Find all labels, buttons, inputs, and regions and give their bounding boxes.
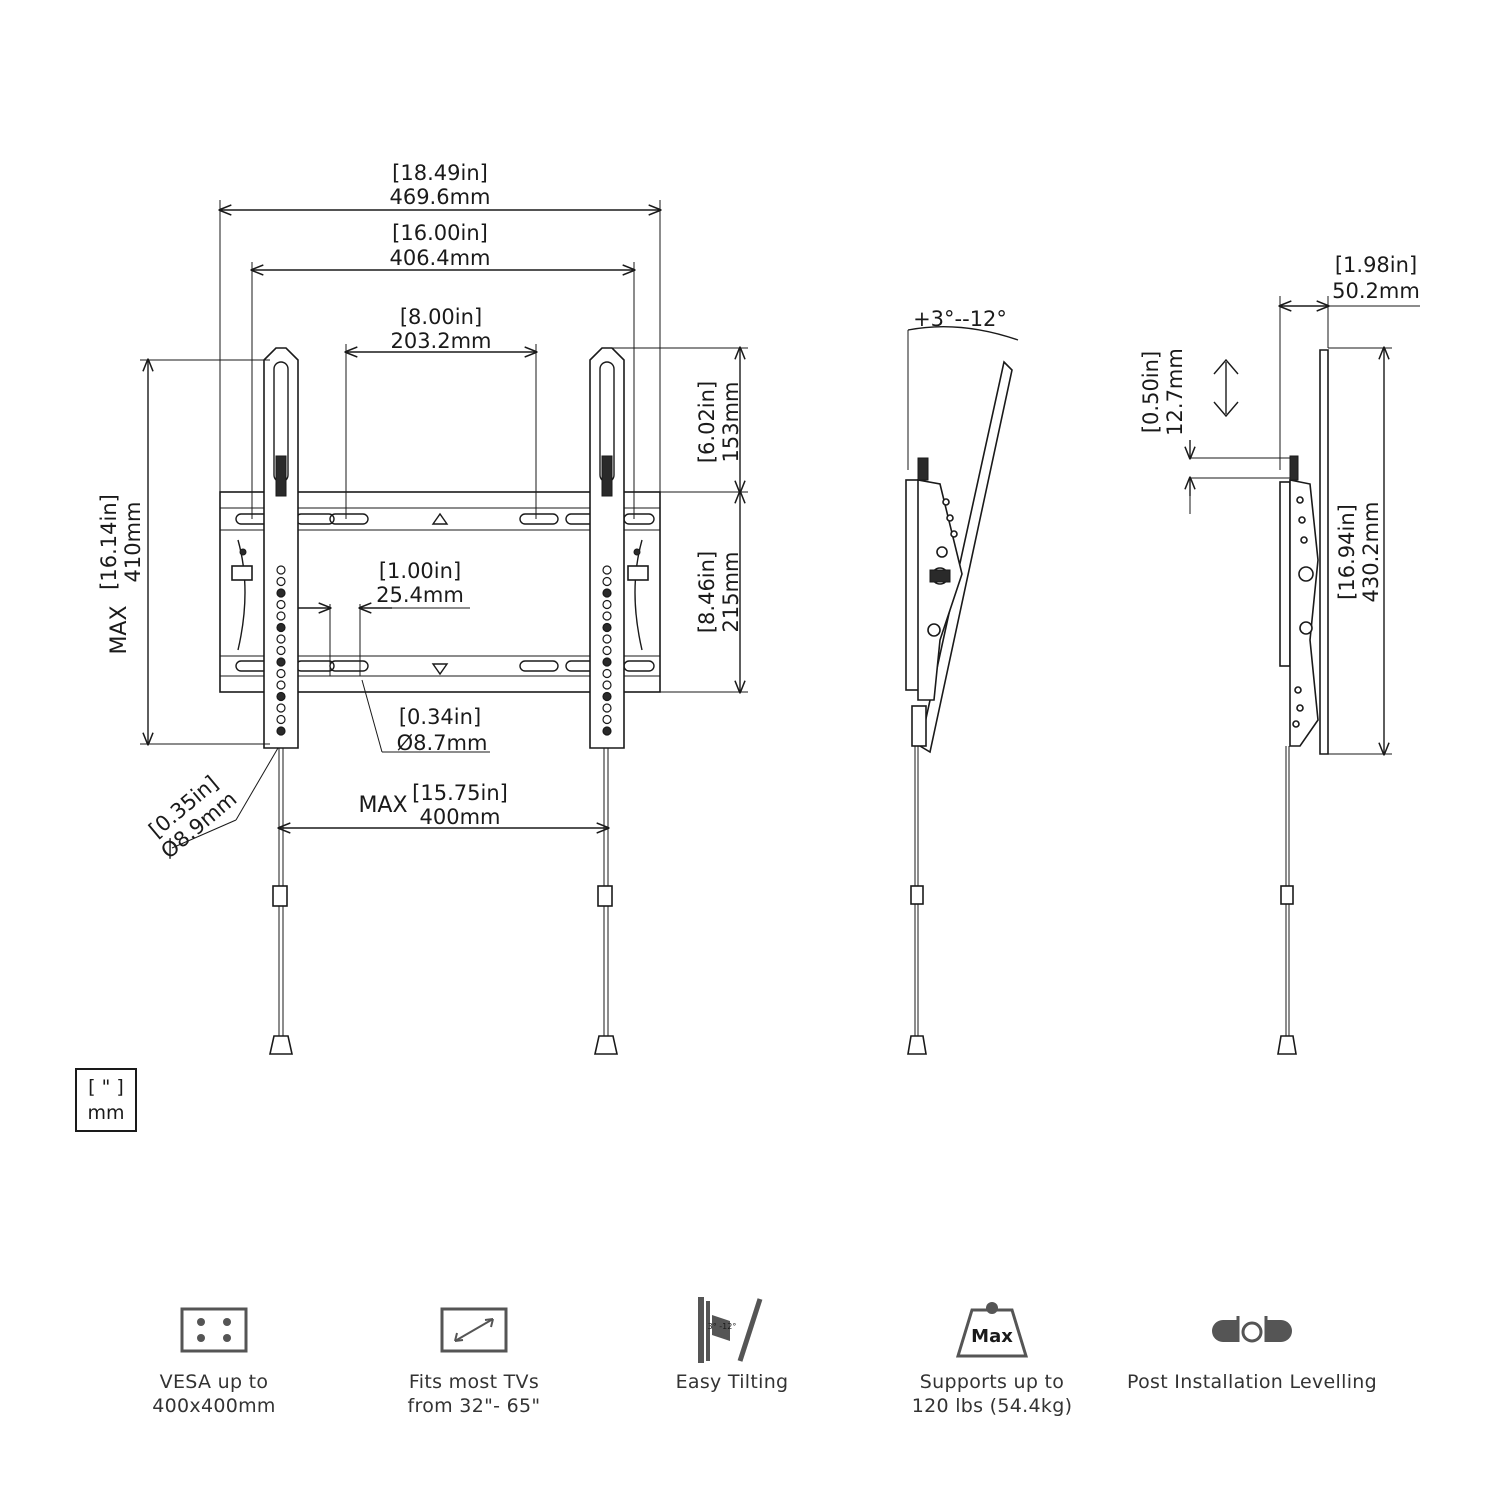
lower-height-mm: 215mm	[719, 552, 743, 633]
left-arm	[263, 347, 299, 749]
tilt-badge: 3° -12°	[708, 1322, 737, 1331]
overall-width-in: [18.49in]	[392, 161, 488, 185]
arm-holes	[276, 565, 612, 736]
arm-hole	[602, 726, 612, 736]
arm-hole	[276, 645, 286, 656]
arm-hole	[602, 645, 612, 656]
arm-hole	[276, 588, 286, 598]
depth-in: [1.98in]	[1335, 253, 1417, 277]
max-height-in: [16.14in]	[97, 494, 121, 590]
slot-pitch-in: [1.00in]	[379, 559, 461, 583]
inner-holes-mm: 203.2mm	[390, 329, 491, 353]
feature-tv-size: Fits most TVs from 32"- 65"	[344, 1290, 604, 1418]
depth-mm: 50.2mm	[1332, 279, 1420, 303]
side-view-tilt: +3°--12°	[905, 307, 1019, 1055]
arm-hole	[602, 565, 612, 575]
front-view: [18.49in] 469.6mm [16.00in] 406.4mm [8.0…	[97, 161, 748, 1055]
arm-hole	[602, 691, 612, 702]
arm-hole	[602, 714, 612, 725]
height-mm: 430.2mm	[1359, 501, 1383, 602]
arm-hole	[602, 588, 612, 598]
inner-holes-in: [8.00in]	[400, 305, 482, 329]
arm-hole	[276, 691, 286, 702]
upper-height-in: [6.02in]	[695, 381, 719, 463]
feature-vesa-line2: 400x400mm	[152, 1395, 276, 1417]
front-dimensions	[140, 200, 748, 849]
arm-hole	[276, 565, 286, 575]
plate-slots	[235, 513, 655, 672]
arm-hole	[602, 703, 612, 713]
max-height-prefix: MAX	[107, 605, 132, 654]
feature-weight-line1: Supports up to	[919, 1371, 1065, 1393]
arm-hole	[276, 599, 286, 610]
tilt-range-label: +3°--12°	[913, 307, 1007, 331]
overall-width-mm: 469.6mm	[389, 185, 490, 209]
units-legend-inch: [ " ]	[88, 1076, 124, 1098]
right-arm	[589, 347, 625, 749]
tv-plate-vertical	[1319, 349, 1329, 755]
slot-pitch-mm: 25.4mm	[376, 583, 464, 607]
feature-tilt: 3° -12° Easy Tilting	[602, 1290, 862, 1394]
arm-hole	[276, 726, 286, 736]
max-width-in: [15.75in]	[412, 781, 508, 805]
arm-hole	[602, 599, 612, 610]
arm-hole	[276, 622, 286, 633]
feature-tilt-line1: Easy Tilting	[675, 1371, 789, 1393]
feature-weight-line2: 120 lbs (54.4kg)	[911, 1395, 1073, 1417]
side-view-level: [1.98in] 50.2mm [0.50in] 12.7mm [16.94in…	[1139, 253, 1420, 1055]
arm-hole	[602, 634, 612, 644]
feature-tv-size-line2: from 32"- 65"	[407, 1395, 541, 1417]
arm-hole	[602, 576, 612, 587]
feature-weight: Max Supports up to 120 lbs (54.4kg)	[862, 1290, 1122, 1418]
weight-badge: Max	[971, 1326, 1013, 1347]
units-legend: [ " ] mm	[75, 1068, 137, 1132]
tilt-icon: 3° -12°	[602, 1290, 862, 1370]
arm-hole	[276, 576, 286, 587]
vesa-icon	[84, 1290, 344, 1370]
lower-height-in: [8.46in]	[695, 551, 719, 633]
outer-holes-mm: 406.4mm	[389, 246, 490, 270]
outer-holes-in: [16.00in]	[392, 221, 488, 245]
arm-hole	[602, 668, 612, 679]
arm-hole	[276, 611, 286, 621]
feature-vesa-line1: VESA up to	[159, 1371, 269, 1393]
arm-hole	[276, 634, 286, 644]
arm-hole	[602, 657, 612, 667]
arm-hole	[276, 668, 286, 679]
arm-hole	[276, 680, 286, 690]
units-legend-mm: mm	[87, 1102, 125, 1124]
arm-hole	[602, 611, 612, 621]
arm-hole	[602, 680, 612, 690]
feature-vesa: VESA up to 400x400mm	[84, 1290, 344, 1418]
arm-hole	[276, 703, 286, 713]
feature-tv-size-line1: Fits most TVs	[408, 1371, 540, 1393]
max-height-mm: 410mm	[121, 502, 145, 583]
slot-dia-in: [0.34in]	[399, 705, 481, 729]
vertical-adjust-arrow	[1213, 358, 1239, 418]
max-width-prefix: MAX	[358, 793, 407, 818]
upper-height-mm: 153mm	[719, 382, 743, 463]
arm-hole	[276, 714, 286, 725]
tv-size-icon	[344, 1290, 604, 1370]
slot-dia-mm: Ø8.7mm	[397, 731, 488, 755]
arm-hole	[276, 657, 286, 667]
adjust-in: [0.50in]	[1139, 351, 1163, 433]
feature-level-line1: Post Installation Levelling	[1127, 1371, 1377, 1393]
max-width-mm: 400mm	[420, 805, 501, 829]
level-icon	[1122, 1290, 1382, 1370]
adjust-mm: 12.7mm	[1163, 348, 1187, 436]
safety-cables	[269, 748, 618, 1055]
feature-level: Post Installation Levelling	[1122, 1290, 1382, 1394]
height-in: [16.94in]	[1335, 504, 1359, 600]
arm-hole	[602, 622, 612, 633]
weight-icon: Max	[862, 1290, 1122, 1370]
